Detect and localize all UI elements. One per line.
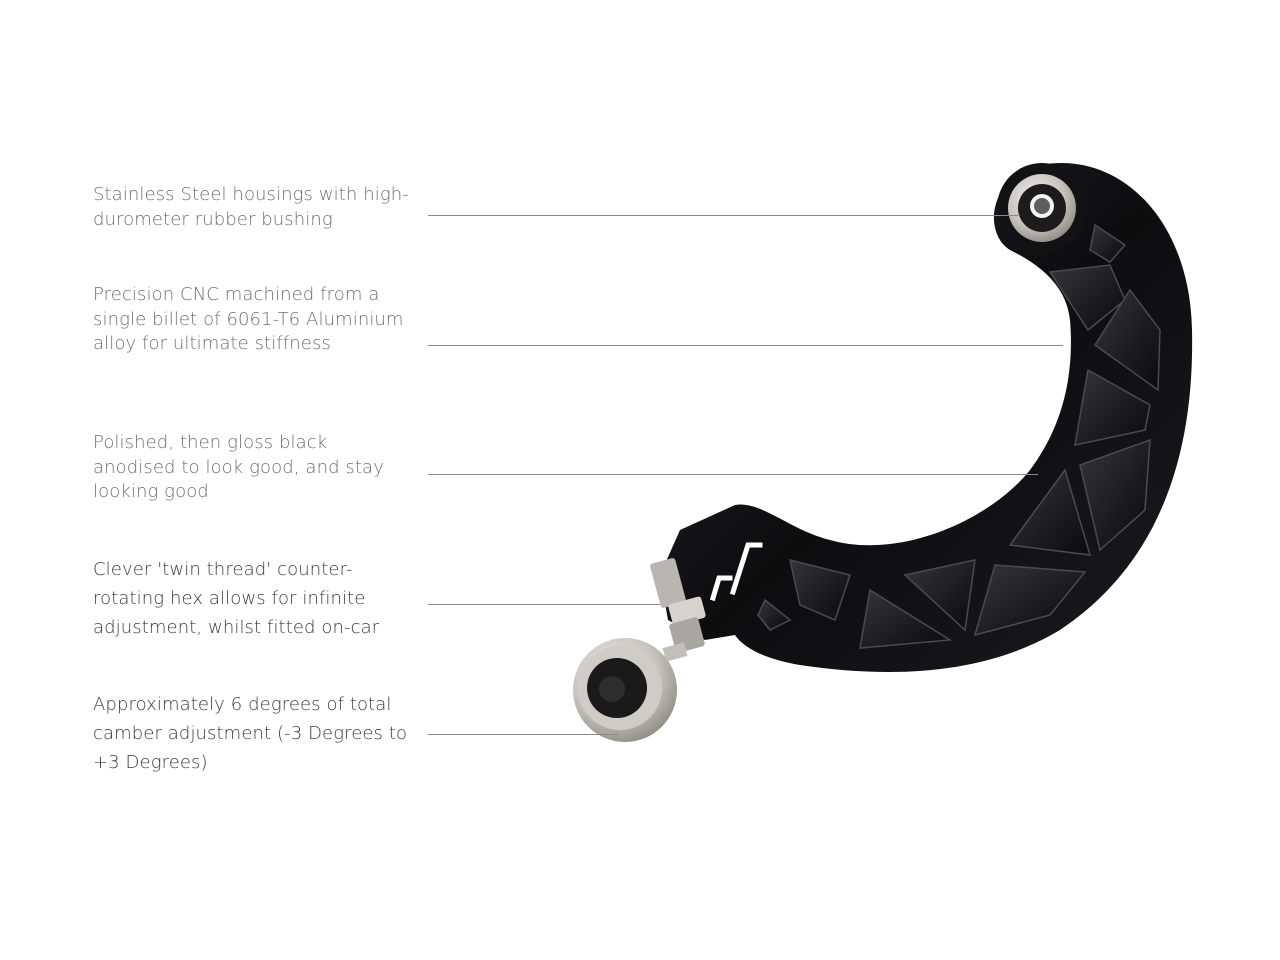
callout-cnc-machined: Precision CNC machined from a single bil… <box>93 284 404 354</box>
leader-line-camber <box>428 734 618 735</box>
leader-line-anodised <box>428 474 1038 475</box>
leader-line-twin-thread <box>428 604 660 605</box>
brand-logo-mark <box>709 542 763 602</box>
leader-line-bushing <box>428 215 1020 216</box>
callout-anodised-finish: Polished, then gloss black anodised to l… <box>93 432 384 502</box>
callout-twin-thread: Clever 'twin thread' counter-rotating he… <box>93 559 380 638</box>
callout-bushing-housing: Stainless Steel housings with high-durom… <box>93 184 409 230</box>
twin-thread-adjuster <box>650 558 706 662</box>
leader-line-cnc <box>428 345 1063 346</box>
machined-pockets <box>757 223 1161 649</box>
callout-camber-adjustment: Approximately 6 degrees of total camber … <box>93 694 408 773</box>
